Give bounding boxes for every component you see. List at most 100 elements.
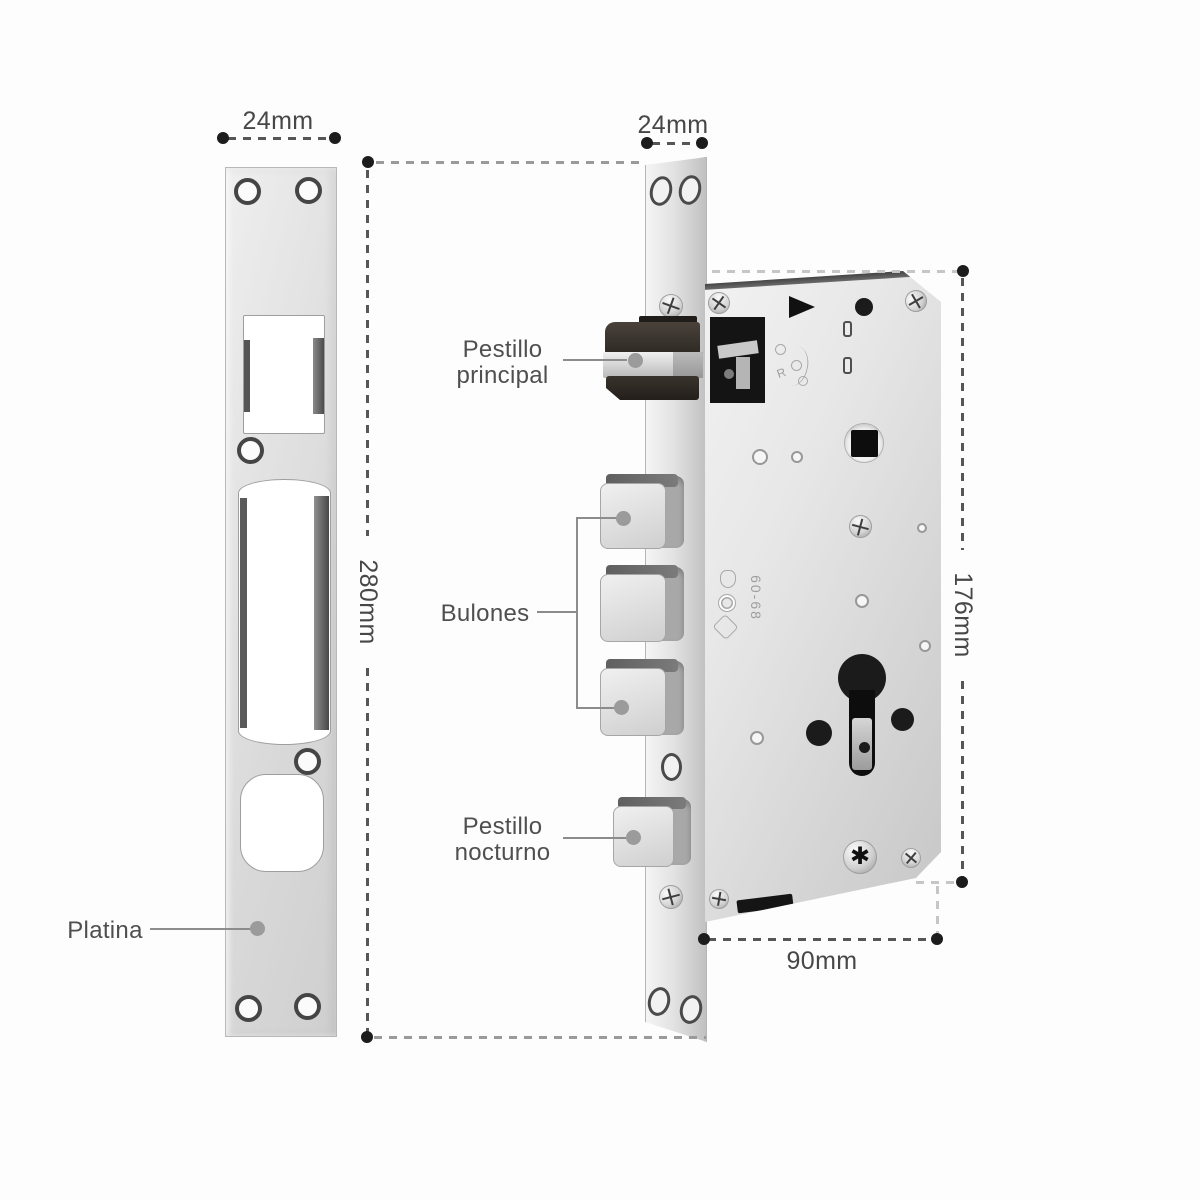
- screw-hole: [676, 992, 706, 1027]
- certification-mark: [720, 570, 736, 588]
- night-latch-label-line1: Pestillo: [462, 813, 543, 840]
- plate-label: Platina: [67, 917, 143, 944]
- cutout-shadow-left: [240, 498, 247, 728]
- dim-endpoint: [217, 132, 229, 144]
- screw-hole: [234, 178, 261, 205]
- plate-width-dim-label: 24mm: [242, 107, 314, 135]
- plate-height-dim-line-upper: [366, 170, 369, 536]
- plate-height-dim-label: 280mm: [354, 559, 382, 645]
- phillips-screw: [900, 285, 932, 317]
- dim-endpoint: [698, 933, 710, 945]
- bolt-cutout: [238, 479, 331, 745]
- bolt-front-face: [600, 668, 666, 736]
- torx-screw-icon: ✱: [849, 843, 871, 870]
- body-width-dim-label: 90mm: [786, 947, 858, 975]
- body-height-dim-line-upper: [961, 278, 964, 550]
- round-hole: [855, 298, 873, 316]
- phillips-screw: [846, 512, 875, 541]
- night-latch-label-line2: nocturno: [454, 839, 551, 866]
- main-latch-label-line2: principal: [456, 362, 549, 389]
- slot-hole: [843, 321, 852, 337]
- night-latch-label: Pestillo nocturno: [425, 814, 580, 866]
- main-latch-label-line1: Pestillo: [462, 336, 543, 363]
- dim-endpoint: [957, 265, 969, 277]
- round-hole: [917, 523, 927, 533]
- bolt-marker: [614, 700, 629, 715]
- slot-hole: [843, 357, 852, 374]
- round-hole: [750, 731, 764, 745]
- height-helper-top: [376, 161, 646, 164]
- handing-engraving-circle: [798, 376, 808, 386]
- dim-endpoint: [329, 132, 341, 144]
- screw-hole: [294, 993, 321, 1020]
- spindle-square-hole: [851, 430, 878, 457]
- certification-mark: [712, 613, 739, 641]
- bracket-hole: [724, 369, 734, 379]
- latch-bottom-block: [606, 376, 699, 400]
- height-helper-bottom: [374, 1036, 706, 1039]
- screw-hole: [675, 172, 705, 208]
- screw-hole: [645, 984, 674, 1019]
- body-height-dim-line-lower: [961, 681, 964, 877]
- bolts-leader: [537, 611, 577, 613]
- bolt-front-face: [600, 483, 666, 549]
- plate-leader: [150, 928, 250, 930]
- main-latch-leader: [563, 359, 627, 361]
- night-latch-leader: [563, 837, 626, 839]
- latch-cutout: [243, 315, 325, 434]
- lock-body: R 60-68 ✱: [705, 271, 941, 922]
- bolt-1: [600, 474, 686, 552]
- fixing-hole: [806, 720, 832, 746]
- bottom-slot: [736, 893, 794, 914]
- round-hole: [791, 451, 803, 463]
- size-mark-engraving: 60-68: [748, 575, 764, 621]
- round-hole: [661, 753, 682, 781]
- torx-screw: ✱: [843, 840, 877, 874]
- main-latch-marker: [628, 353, 643, 368]
- triangle-mark: [789, 296, 815, 318]
- phillips-screw: [656, 882, 686, 912]
- night-latch: [613, 797, 693, 869]
- bolt-marker: [616, 511, 631, 526]
- phillips-screw: [896, 843, 926, 873]
- body-height-dim-label: 176mm: [949, 572, 977, 658]
- bolts-leader-vertical: [576, 517, 578, 709]
- cam-hole: [859, 742, 870, 753]
- round-hole: [919, 640, 931, 652]
- dim-endpoint: [696, 137, 708, 149]
- cutout-shadow-right: [313, 338, 324, 414]
- bolt-2: [600, 565, 686, 645]
- dim-endpoint: [362, 156, 374, 168]
- handing-engraving-circle: [791, 360, 802, 371]
- body-width-dim-line: [708, 938, 932, 941]
- round-hole: [237, 437, 264, 464]
- latch-bracket: [717, 340, 759, 359]
- bolt-front-face: [613, 806, 674, 867]
- certification-mark: [718, 594, 736, 612]
- round-hole: [294, 748, 321, 775]
- plate-height-dim-line-lower: [366, 668, 369, 1032]
- bolt-3: [600, 659, 686, 739]
- dim-endpoint: [956, 876, 968, 888]
- plate-width-dim-line: [228, 137, 330, 140]
- bolts-leader-branch-bottom: [576, 707, 616, 709]
- handing-engraving-circle: [775, 344, 786, 355]
- screw-hole: [646, 173, 676, 209]
- faceplate-width-dim-line: [652, 142, 698, 145]
- latch-top-block: [605, 322, 700, 354]
- strike-plate: [225, 167, 337, 1037]
- main-latch: [603, 316, 703, 402]
- cylinder-cutout: [240, 774, 324, 872]
- latch-band-shadow: [673, 352, 703, 378]
- main-latch-label: Pestillo principal: [425, 337, 580, 389]
- phillips-screw: [705, 287, 735, 319]
- phillips-screw: [707, 887, 731, 911]
- faceplate-width-dim-label: 24mm: [637, 111, 709, 139]
- latch-silver-band: [603, 352, 703, 378]
- round-hole: [752, 449, 768, 465]
- cutout-shadow-left: [244, 340, 250, 412]
- screw-hole: [235, 995, 262, 1022]
- plate-marker: [250, 921, 265, 936]
- bolt-front-face: [600, 574, 666, 642]
